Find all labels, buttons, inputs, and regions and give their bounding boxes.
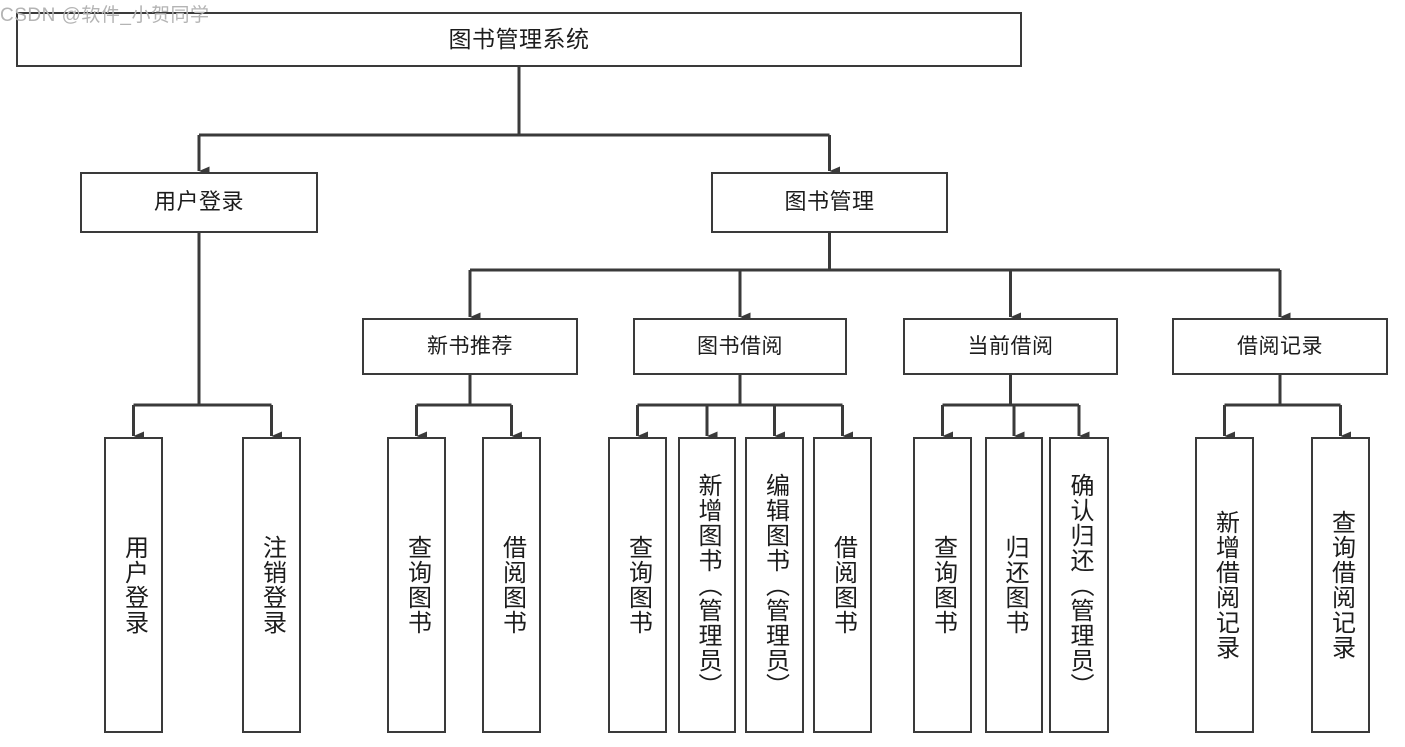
- node-leaf-bw-borrow: 借阅图书: [813, 437, 872, 733]
- node-leaf-rec-query: 查询借阅记录: [1311, 437, 1370, 733]
- node-newbook: 新书推荐: [362, 318, 578, 375]
- node-leaf-user-logout: 注销登录: [242, 437, 301, 733]
- node-leaf-bw-query: 查询图书: [608, 437, 667, 733]
- node-label: 新增图书（管理员）: [694, 472, 721, 698]
- node-leaf-nb-query: 查询图书: [387, 437, 446, 733]
- node-label: 新增借阅记录: [1211, 510, 1239, 660]
- node-label: 确认归还（管理员）: [1066, 472, 1093, 698]
- node-label: 归还图书: [1001, 535, 1028, 635]
- node-leaf-cur-confirm: 确认归还（管理员）: [1049, 437, 1109, 733]
- node-label: 查询图书: [929, 535, 957, 635]
- node-label: 查询图书: [624, 535, 652, 635]
- node-records: 借阅记录: [1172, 318, 1388, 375]
- node-leaf-bw-add: 新增图书（管理员）: [678, 437, 736, 733]
- node-leaf-cur-query: 查询图书: [913, 437, 972, 733]
- node-label: 查询图书: [403, 535, 431, 635]
- node-label: 借阅记录: [1237, 334, 1323, 358]
- node-label: 图书借阅: [697, 334, 783, 358]
- node-leaf-cur-return: 归还图书: [985, 437, 1043, 733]
- node-label: 当前借阅: [967, 334, 1054, 358]
- node-bookmgmt: 图书管理: [711, 172, 948, 233]
- node-label: 图书管理: [784, 189, 875, 215]
- node-leaf-rec-add: 新增借阅记录: [1195, 437, 1254, 733]
- node-current: 当前借阅: [903, 318, 1118, 375]
- node-label: 图书管理系统: [448, 25, 590, 52]
- node-label: 用户登录: [153, 189, 244, 215]
- node-label: 编辑图书（管理员）: [761, 472, 789, 698]
- node-label: 借阅图书: [498, 535, 526, 635]
- node-label: 用户登录: [120, 535, 148, 635]
- node-leaf-user-login: 用户登录: [104, 437, 163, 733]
- node-leaf-bw-edit: 编辑图书（管理员）: [745, 437, 804, 733]
- node-label: 借阅图书: [829, 535, 857, 635]
- node-login: 用户登录: [80, 172, 318, 233]
- node-borrow: 图书借阅: [633, 318, 847, 375]
- node-label: 注销登录: [258, 535, 286, 635]
- node-label: 新书推荐: [427, 334, 513, 358]
- node-label: 查询借阅记录: [1327, 510, 1355, 660]
- node-root: 图书管理系统: [16, 12, 1022, 67]
- node-leaf-nb-borrow: 借阅图书: [482, 437, 541, 733]
